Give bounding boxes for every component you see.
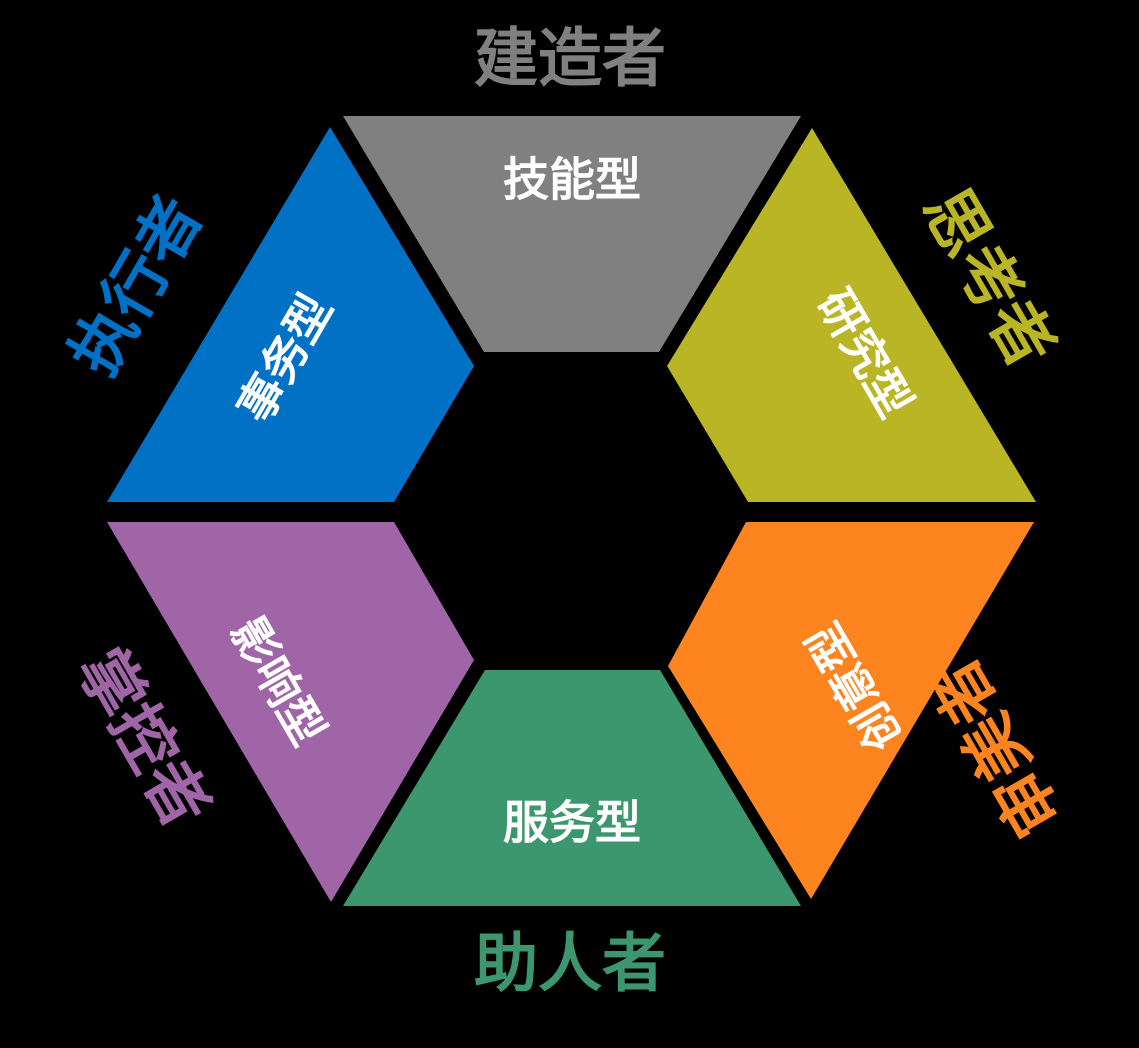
role-label-bottom: 助人者 <box>474 928 666 1002</box>
segment-top-right-shape <box>667 128 1036 502</box>
segment-top-left-shape <box>107 127 474 502</box>
segment-bottom-label: 服务型 <box>503 796 641 850</box>
segment-bottom-shape <box>343 670 801 906</box>
segment-top-shape <box>343 116 801 352</box>
segment-bottom: 服务型 <box>343 670 801 906</box>
segment-bottom-right: 创意型 <box>668 522 1034 899</box>
segment-top-label: 技能型 <box>503 153 641 207</box>
segment-bottom-left: 影响型 <box>107 522 474 902</box>
segment-bottom-left-shape <box>107 522 474 902</box>
segment-top: 技能型 <box>343 116 801 352</box>
segment-top-right: 研究型 <box>667 128 1036 502</box>
segment-bottom-right-shape <box>668 522 1034 899</box>
role-label-top: 建造者 <box>474 23 666 97</box>
segment-top-left: 事务型 <box>107 127 474 502</box>
